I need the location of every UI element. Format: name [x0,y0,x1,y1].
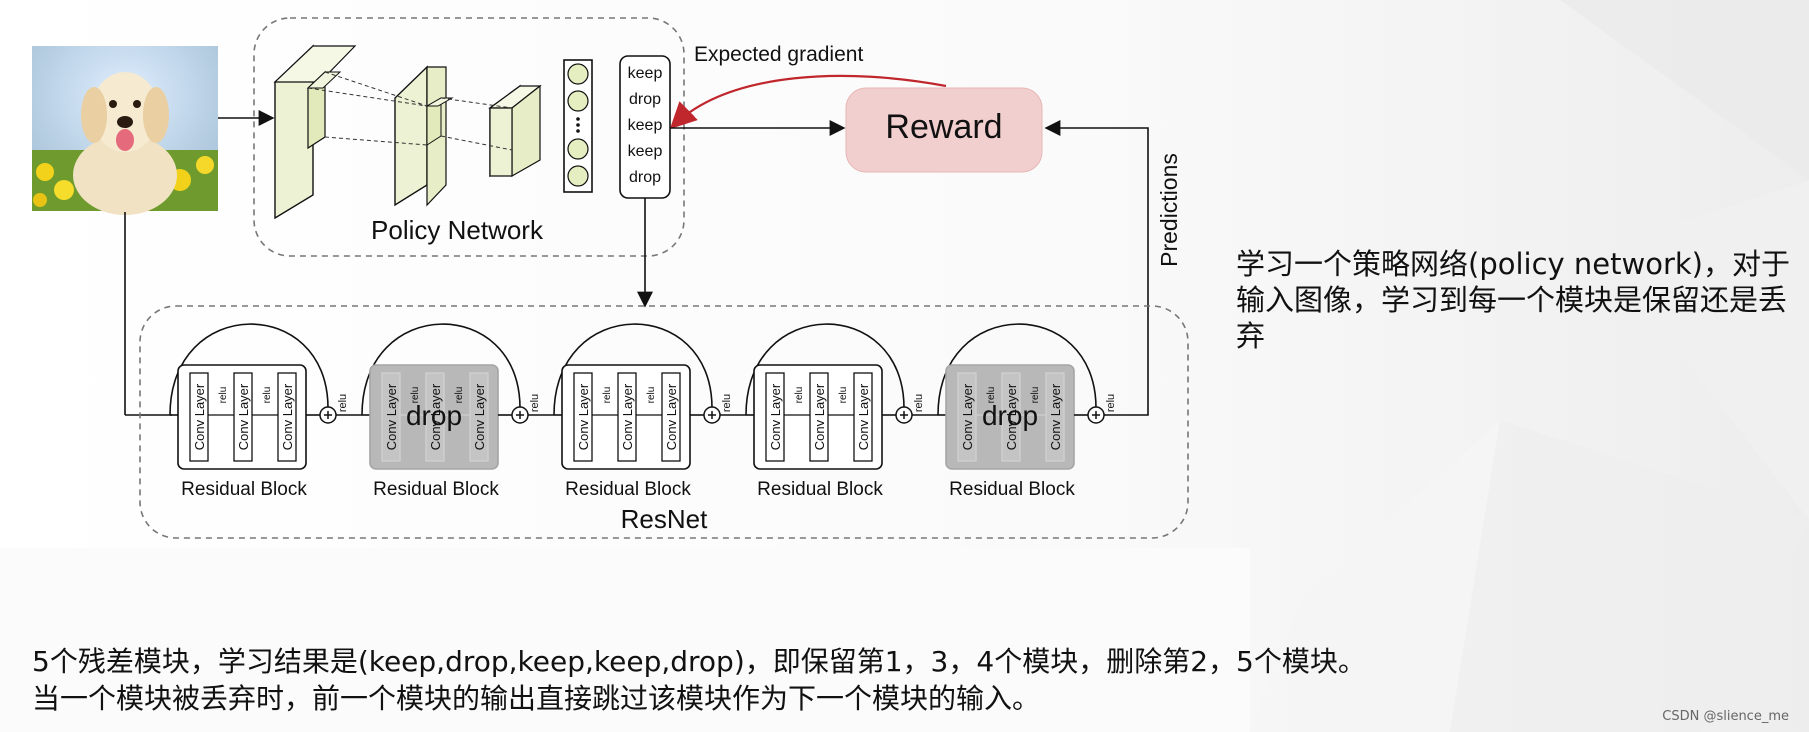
conv-layer-label: Conv Layer [428,383,443,450]
reward-box [845,87,1043,173]
residual-block-1: Conv Layer relu Conv Layer relu Conv Layer re… [169,323,362,500]
expected-gradient-label: Expected gradient [694,43,863,66]
conv-layer-label: Conv Layer [280,383,295,450]
input-dog-image [32,46,218,215]
conv-layer-label: Conv Layer [812,383,827,450]
relu-label: relu [838,387,849,404]
conv-layer-label: Conv Layer [576,383,591,450]
drop-label: drop [982,400,1038,431]
conv-layer-label: Conv Layer [384,383,399,450]
decision-1: keep [628,65,663,82]
residual-block-label: Residual Block [181,479,307,500]
residual-block-3: Conv Layer relu Conv Layer relu Conv Layer re… [553,323,746,500]
conv-layer-box [233,372,253,462]
conv-layer-box [573,372,593,462]
policy-conv-volume-2 [394,65,454,207]
drop-label: drop [406,400,462,431]
decision-3: keep [628,117,663,134]
conv-layer-label: Conv Layer [856,383,871,450]
bottom-note-line-2: 当一个模块被丢弃时，前一个模块的输出直接跳过该模块作为下一个模块的输入。 [32,682,1041,715]
relu-label: relu [454,387,465,404]
decision-5: drop [629,169,661,186]
conv-layer-box [277,372,297,462]
conv-layer-label: Conv Layer [236,383,251,450]
post-add-relu-label: relu [337,394,349,412]
conv-layer-box [469,372,489,462]
relu-label: relu [986,387,997,404]
residual-blocks: Conv Layer relu Conv Layer relu Conv Layer re… [169,323,1117,500]
predictions-label: Predictions [1156,153,1182,267]
residual-block-label: Residual Block [949,479,1075,500]
bottom-note-line-1: 5个残差模块，学习结果是(keep,drop,keep,keep,drop)，即… [32,645,1366,678]
resnet-label: ResNet [621,504,708,534]
watermark: CSDN @slience_me [1662,709,1789,724]
relu-label: relu [646,387,657,404]
conv-layer-label: Conv Layer [472,383,487,450]
conv-layer-label: Conv Layer [620,383,635,450]
conv-layer-label: Conv Layer [960,383,975,450]
conv-layer-label: Conv Layer [664,383,679,450]
post-add-relu-label: relu [1105,394,1117,412]
conv-layer-box [957,372,977,462]
conv-layer-box [1045,372,1065,462]
post-add-relu-label: relu [529,394,541,412]
conv-layer-box [809,372,829,462]
policy-projection-lines [307,71,513,151]
conv-layer-label: Conv Layer [1048,383,1063,450]
policy-fc-layer [563,59,593,193]
resnet-box [139,305,1189,539]
relu-label: relu [794,387,805,404]
conv-layer-box [617,372,637,462]
conv-layer-label: Conv Layer [1004,383,1019,450]
policy-conv-volume-3 [488,84,542,178]
relu-label: relu [262,387,273,404]
relu-label: relu [1030,387,1041,404]
residual-block-label: Residual Block [565,479,691,500]
conv-layer-box [425,372,445,462]
residual-block-label: Residual Block [373,479,499,500]
policy-network-box [253,17,685,257]
expected-gradient-arrow [669,74,947,130]
reward-label: Reward [885,108,1002,146]
relu-label: relu [218,387,229,404]
conv-layer-label: Conv Layer [768,383,783,450]
relu-label: relu [602,387,613,404]
post-add-relu-label: relu [913,394,925,412]
conv-layer-box [853,372,873,462]
side-note: 学习一个策略网络(policy network)，对于输入图像，学习到每一个模块… [1236,247,1790,353]
post-add-relu-label: relu [721,394,733,412]
policy-network-label: Policy Network [371,215,544,245]
conv-layer-box [1001,372,1021,462]
conv-layer-box [765,372,785,462]
conv-layer-box [189,372,209,462]
relu-label: relu [410,387,421,404]
conv-layer-box [661,372,681,462]
residual-block-4: Conv Layer relu Conv Layer relu Conv Layer re… [745,323,938,500]
decision-4: keep [628,143,663,160]
conv-layer-label: Conv Layer [192,383,207,450]
policy-conv-volume-1 [273,44,357,220]
decision-2: drop [629,91,661,108]
connector-lines [124,110,1149,416]
conv-layer-box [381,372,401,462]
residual-block-label: Residual Block [757,479,883,500]
